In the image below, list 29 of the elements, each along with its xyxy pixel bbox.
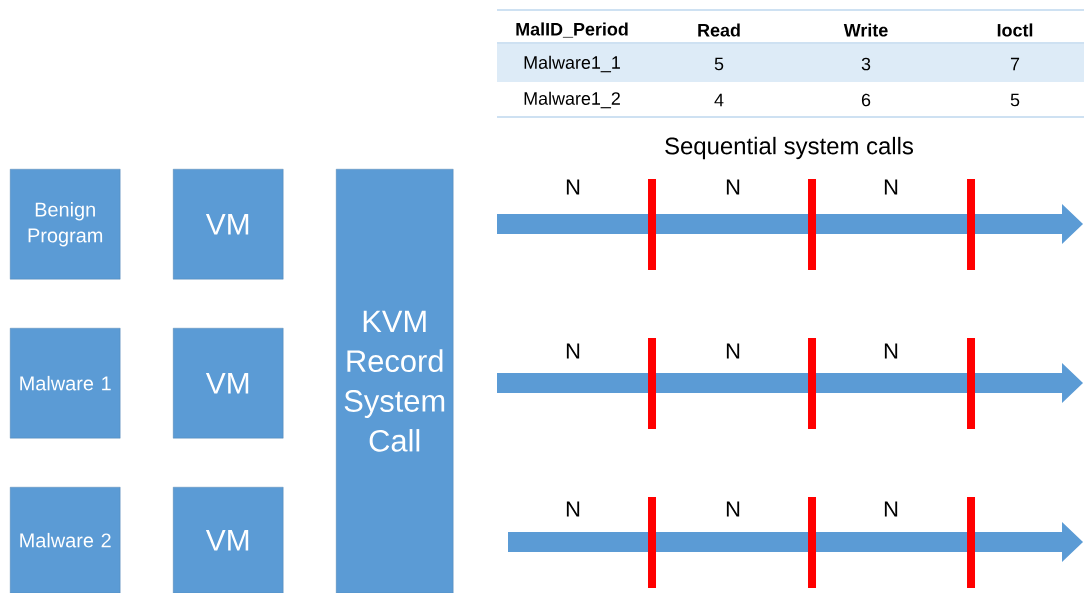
interval-label: N <box>884 501 898 517</box>
table-cell: Malware1_2 <box>524 91 620 109</box>
process-box: VM <box>173 169 284 280</box>
process-box: VM <box>173 487 284 593</box>
table-cell: 6 <box>861 93 871 107</box>
interval-label: N <box>884 179 898 195</box>
interval-label: N <box>884 343 898 359</box>
table-cell: 5 <box>1010 93 1020 107</box>
interval-label: N <box>726 343 740 359</box>
interval-label: N <box>566 501 580 517</box>
process-box: KVM Record System Call <box>336 169 454 593</box>
table-cell: Malware1_1 <box>524 55 620 73</box>
table-header: Write <box>843 23 888 37</box>
chart-title: Sequential system calls <box>665 136 913 160</box>
table-header: Read <box>698 23 740 37</box>
interval-label: N <box>726 179 740 195</box>
table-cell: 4 <box>714 93 724 107</box>
table-header: MalID_Period <box>516 22 628 38</box>
interval-label: N <box>566 343 580 359</box>
interval-label: N <box>726 501 740 517</box>
interval-label: N <box>566 179 580 195</box>
process-box: VM <box>173 328 284 439</box>
table-header: Ioctl <box>997 23 1033 37</box>
table-cell: 5 <box>714 57 724 71</box>
process-box: Malware 2 <box>10 487 121 593</box>
table-cell: 7 <box>1010 57 1020 71</box>
table-cell: 3 <box>861 57 871 71</box>
process-box: Benign Program <box>10 169 121 280</box>
process-box: Malware 1 <box>10 328 121 439</box>
